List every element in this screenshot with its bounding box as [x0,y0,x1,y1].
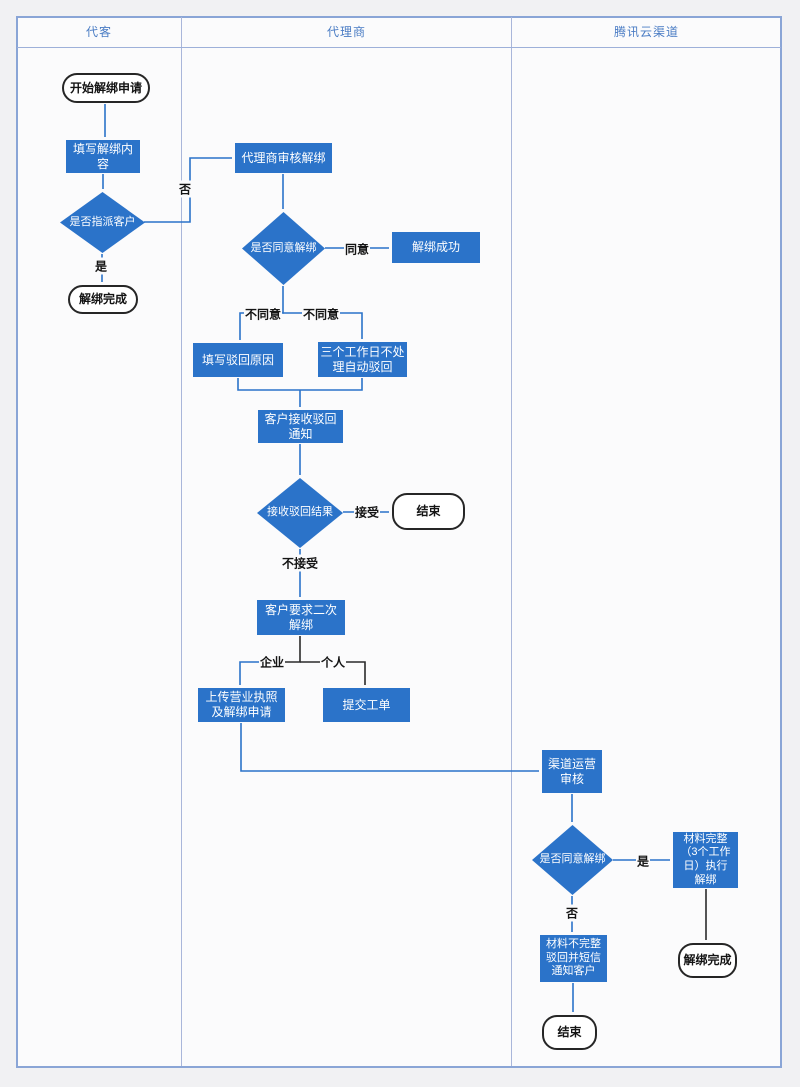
node-end-terminator: 结束 [392,493,465,530]
edge-label-enterprise: 企业 [258,653,286,671]
edge-label-not-accept: 不接受 [280,554,320,572]
edge-label-disagree-right: 不同意 [301,305,341,323]
node-upload-business-license: 上传营业执照 及解绑申请 [198,688,285,722]
edge-label-no: 否 [177,180,193,198]
lane-divider-2 [511,17,512,1066]
node-agent-review: 代理商审核解绑 [235,143,332,173]
node-second-unbind-request: 客户要求二次 解绑 [257,600,345,635]
lane-title-tencent-cloud-channel: 腾讯云渠道 [613,25,679,39]
node-unbind-success: 解绑成功 [392,232,480,263]
node-fill-unbind-content: 填写解绑内 容 [66,140,140,173]
edge-label-agree: 同意 [343,240,371,258]
edge-label-accept: 接受 [353,503,381,521]
node-start-terminator: 开始解绑申请 [62,73,150,103]
node-material-complete-execute: 材料完整 （3个工作 日）执行 解绑 [673,832,738,888]
edge-label-yes: 是 [93,257,109,275]
edge-label-disagree-left: 不同意 [243,305,283,323]
lane-title-customer-agent: 代客 [85,25,112,39]
node-unbind-done-terminator: 解绑完成 [68,285,138,314]
swimlane-frame [16,16,782,1068]
node-customer-receive-reject-notice: 客户接收驳回 通知 [258,410,343,443]
node-auto-reject: 三个工作日不处 理自动驳回 [318,342,407,377]
edge-label-yes2: 是 [635,852,651,870]
node-channel-operation-review: 渠道运营 审核 [542,750,602,793]
edge-label-personal: 个人 [319,653,347,671]
node-fill-reject-reason: 填写驳回原因 [193,343,283,377]
header-separator [17,47,781,48]
edge-label-no2: 否 [564,904,580,922]
node-material-incomplete-reject: 材料不完整 驳回并短信 通知客户 [540,935,607,982]
node-unbind-done2-terminator: 解绑完成 [678,943,737,978]
lane-divider-1 [181,17,182,1066]
lane-title-agent: 代理商 [326,25,366,39]
node-submit-ticket: 提交工单 [323,688,410,722]
node-end2-terminator: 结束 [542,1015,597,1050]
